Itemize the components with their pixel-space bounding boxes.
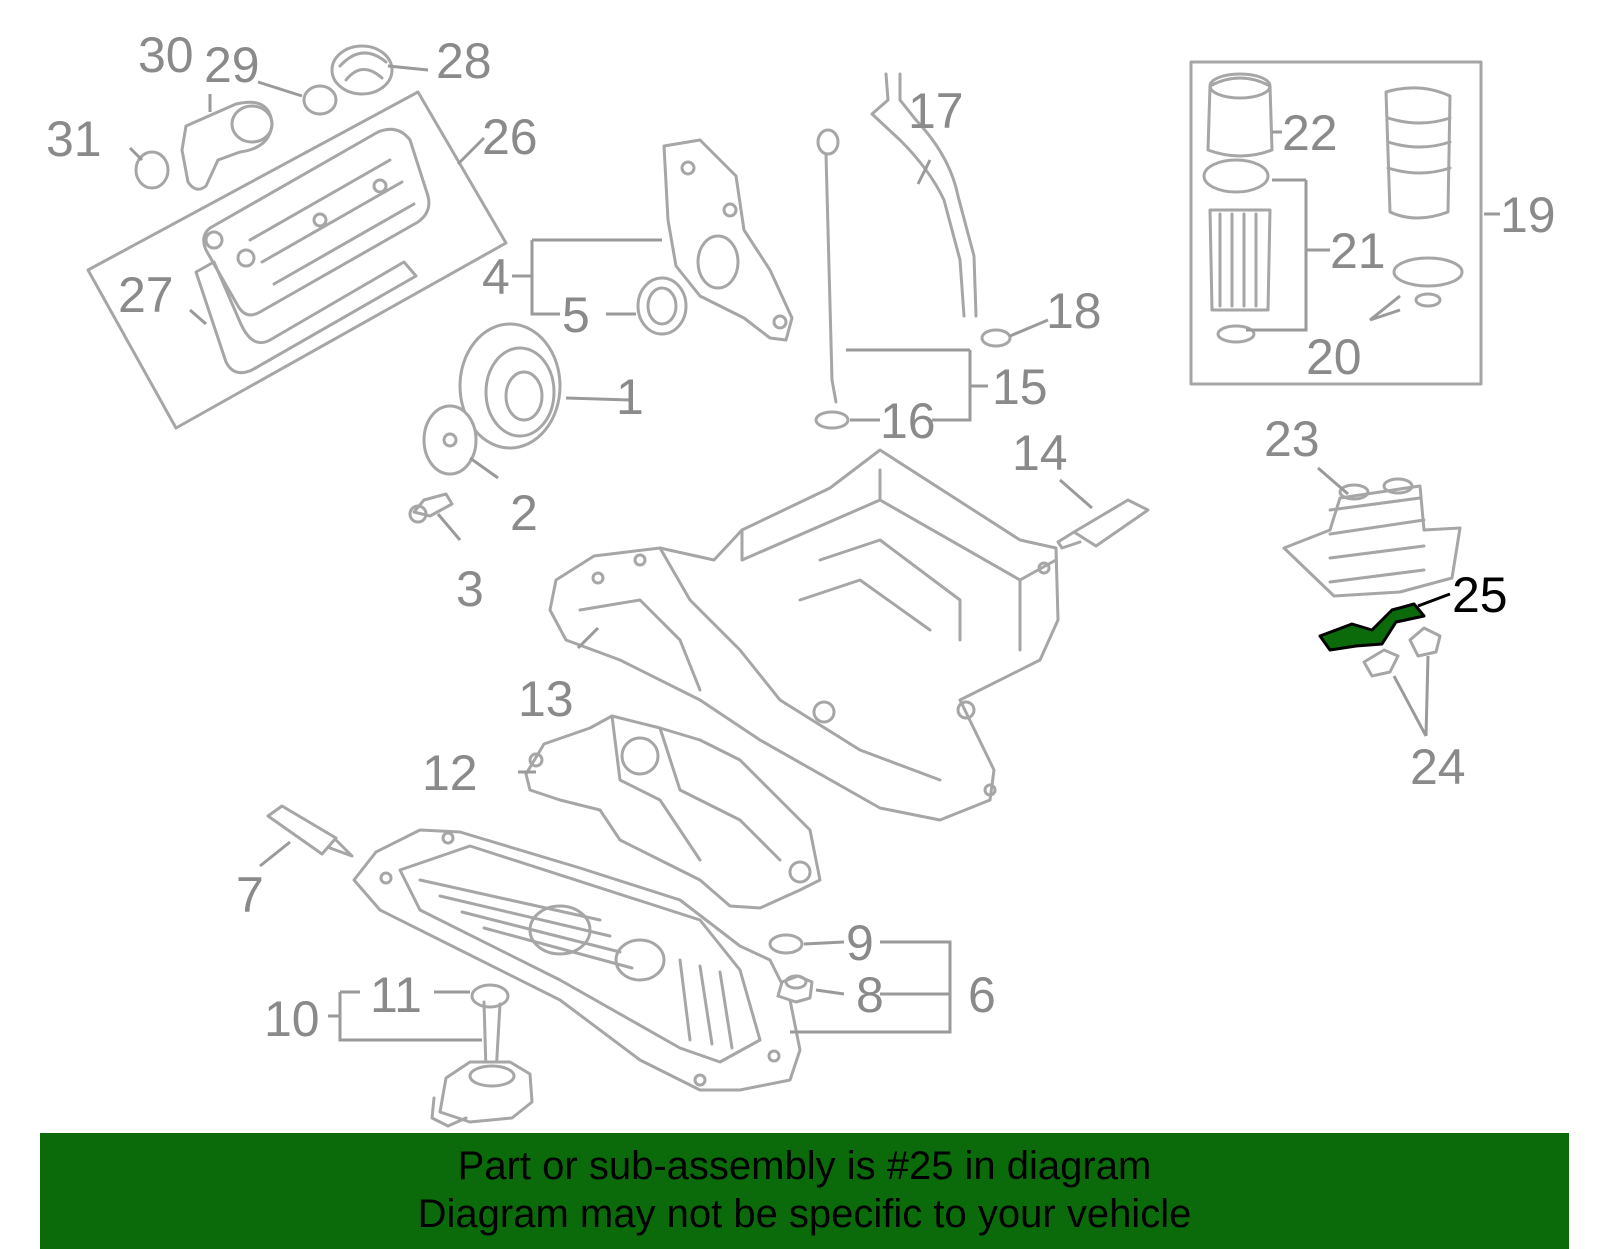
callout-8: 8 xyxy=(856,967,884,1023)
callout-30: 30 xyxy=(138,27,194,83)
callout-23: 23 xyxy=(1264,411,1320,467)
callout-19: 19 xyxy=(1500,187,1556,243)
callout-22: 22 xyxy=(1282,105,1338,161)
seal-ring-31 xyxy=(134,150,170,190)
caption-line-disclaimer: Diagram may not be specific to your vehi… xyxy=(417,1192,1192,1236)
callout-29: 29 xyxy=(204,37,260,93)
caption-line-part: Part or sub-assembly is #25 in diagram xyxy=(457,1144,1152,1188)
callout-16: 16 xyxy=(880,393,936,449)
oil-level-sensor xyxy=(430,983,534,1128)
drain-seal xyxy=(768,933,804,955)
callout-14: 14 xyxy=(1012,425,1068,481)
callout-24: 24 xyxy=(1410,739,1466,795)
filler-neck xyxy=(180,100,274,191)
callout-21: 21 xyxy=(1330,223,1386,279)
callout-2: 2 xyxy=(510,485,538,541)
pulley-bolt xyxy=(408,492,454,524)
seal-18 xyxy=(980,328,1012,348)
upper-oil-pan xyxy=(548,448,1060,822)
callout-31: 31 xyxy=(46,111,102,167)
callout-25: 25 xyxy=(1452,567,1508,623)
lower-oil-pan xyxy=(352,828,802,1092)
oil-cooler xyxy=(1282,477,1462,598)
front-seal xyxy=(636,276,688,336)
valve-cover-group xyxy=(86,90,508,430)
callout-13: 13 xyxy=(518,671,574,727)
leader-lines xyxy=(128,64,1500,1042)
timing-cover xyxy=(662,138,794,342)
callout-26: 26 xyxy=(482,109,538,165)
callout-3: 3 xyxy=(456,561,484,617)
callout-7: 7 xyxy=(236,867,264,923)
dipstick-tube xyxy=(870,72,978,318)
callout-15: 15 xyxy=(992,359,1048,415)
oil-filler-cap xyxy=(330,44,394,96)
sealant-tube-7 xyxy=(266,804,354,858)
oil-filter-group xyxy=(1189,60,1483,386)
caption-banner: Part or sub-assembly is #25 in diagram D… xyxy=(40,1133,1569,1249)
callout-27: 27 xyxy=(118,267,174,323)
seal-rings-24 xyxy=(1362,626,1442,678)
callout-1: 1 xyxy=(616,369,644,425)
callout-18: 18 xyxy=(1046,283,1102,339)
callout-labels: 1 2 3 4 5 6 7 8 9 10 11 12 13 14 15 16 1… xyxy=(46,27,1556,1047)
callout-28: 28 xyxy=(436,33,492,89)
callout-17: 17 xyxy=(908,83,964,139)
callout-6: 6 xyxy=(968,967,996,1023)
oil-baffle xyxy=(524,714,822,910)
seal-ring-29 xyxy=(302,84,338,116)
pulley-washer xyxy=(422,404,478,476)
callout-9: 9 xyxy=(846,915,874,971)
callout-11: 11 xyxy=(370,967,422,1023)
callout-12: 12 xyxy=(422,745,478,801)
drain-plug xyxy=(776,974,814,1004)
dipstick xyxy=(814,128,850,430)
crank-pulley xyxy=(458,322,562,450)
oil-cooler-gasket-highlighted xyxy=(1318,602,1426,652)
callout-5: 5 xyxy=(562,287,590,343)
callout-20: 20 xyxy=(1306,329,1362,385)
sealant-tube-14 xyxy=(1056,498,1150,550)
callout-10: 10 xyxy=(264,991,320,1047)
callout-4: 4 xyxy=(482,249,510,305)
